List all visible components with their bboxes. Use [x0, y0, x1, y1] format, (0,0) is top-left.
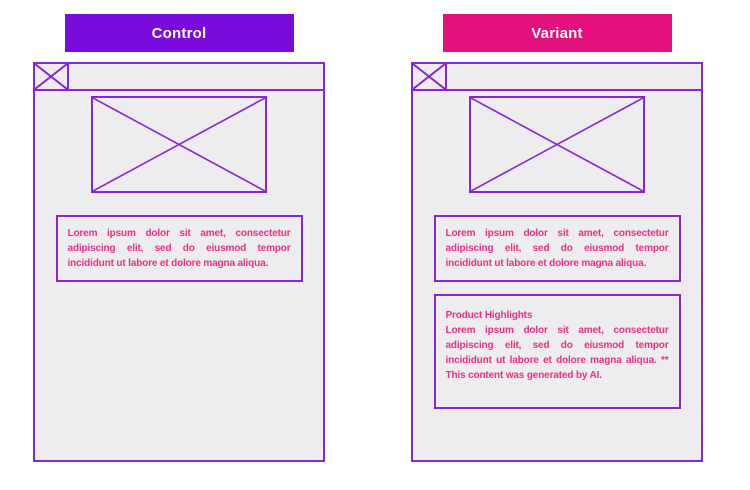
- control-topbar: [35, 64, 323, 91]
- image-placeholder-icon: [469, 96, 645, 193]
- control-header-banner: Control: [64, 14, 294, 52]
- control-header-label: Control: [151, 24, 207, 42]
- logo-placeholder-icon: [413, 64, 447, 89]
- control-panel-body: Lorem ipsum dolor sit amet, consectetur …: [35, 96, 323, 465]
- variant-panel-body: Lorem ipsum dolor sit amet, consectetur …: [413, 96, 701, 465]
- variant-topbar: [413, 64, 701, 91]
- image-placeholder-icon: [91, 96, 267, 193]
- product-highlights-text: Lorem ipsum dolor sit amet, consectetur …: [445, 325, 669, 381]
- control-group: Control Lorem ipsu: [33, 14, 325, 462]
- variant-highlights-textbox: Product Highlights Lorem ipsum dolor sit…: [433, 294, 681, 409]
- variant-body-textbox: Lorem ipsum dolor sit amet, consectetur …: [433, 215, 681, 282]
- control-body-textbox: Lorem ipsum dolor sit amet, consectetur …: [55, 215, 303, 282]
- variant-group: Variant Lorem ipsu: [411, 14, 703, 462]
- control-body-text: Lorem ipsum dolor sit amet, consectetur …: [67, 228, 291, 269]
- logo-placeholder-icon: [35, 64, 69, 89]
- variant-wireframe-panel: Lorem ipsum dolor sit amet, consectetur …: [411, 62, 703, 462]
- product-highlights-title: Product Highlights: [445, 310, 533, 321]
- variant-header-label: Variant: [531, 24, 583, 42]
- variant-body-text: Lorem ipsum dolor sit amet, consectetur …: [445, 228, 669, 269]
- control-wireframe-panel: Lorem ipsum dolor sit amet, consectetur …: [33, 62, 325, 462]
- variant-header-banner: Variant: [442, 14, 672, 52]
